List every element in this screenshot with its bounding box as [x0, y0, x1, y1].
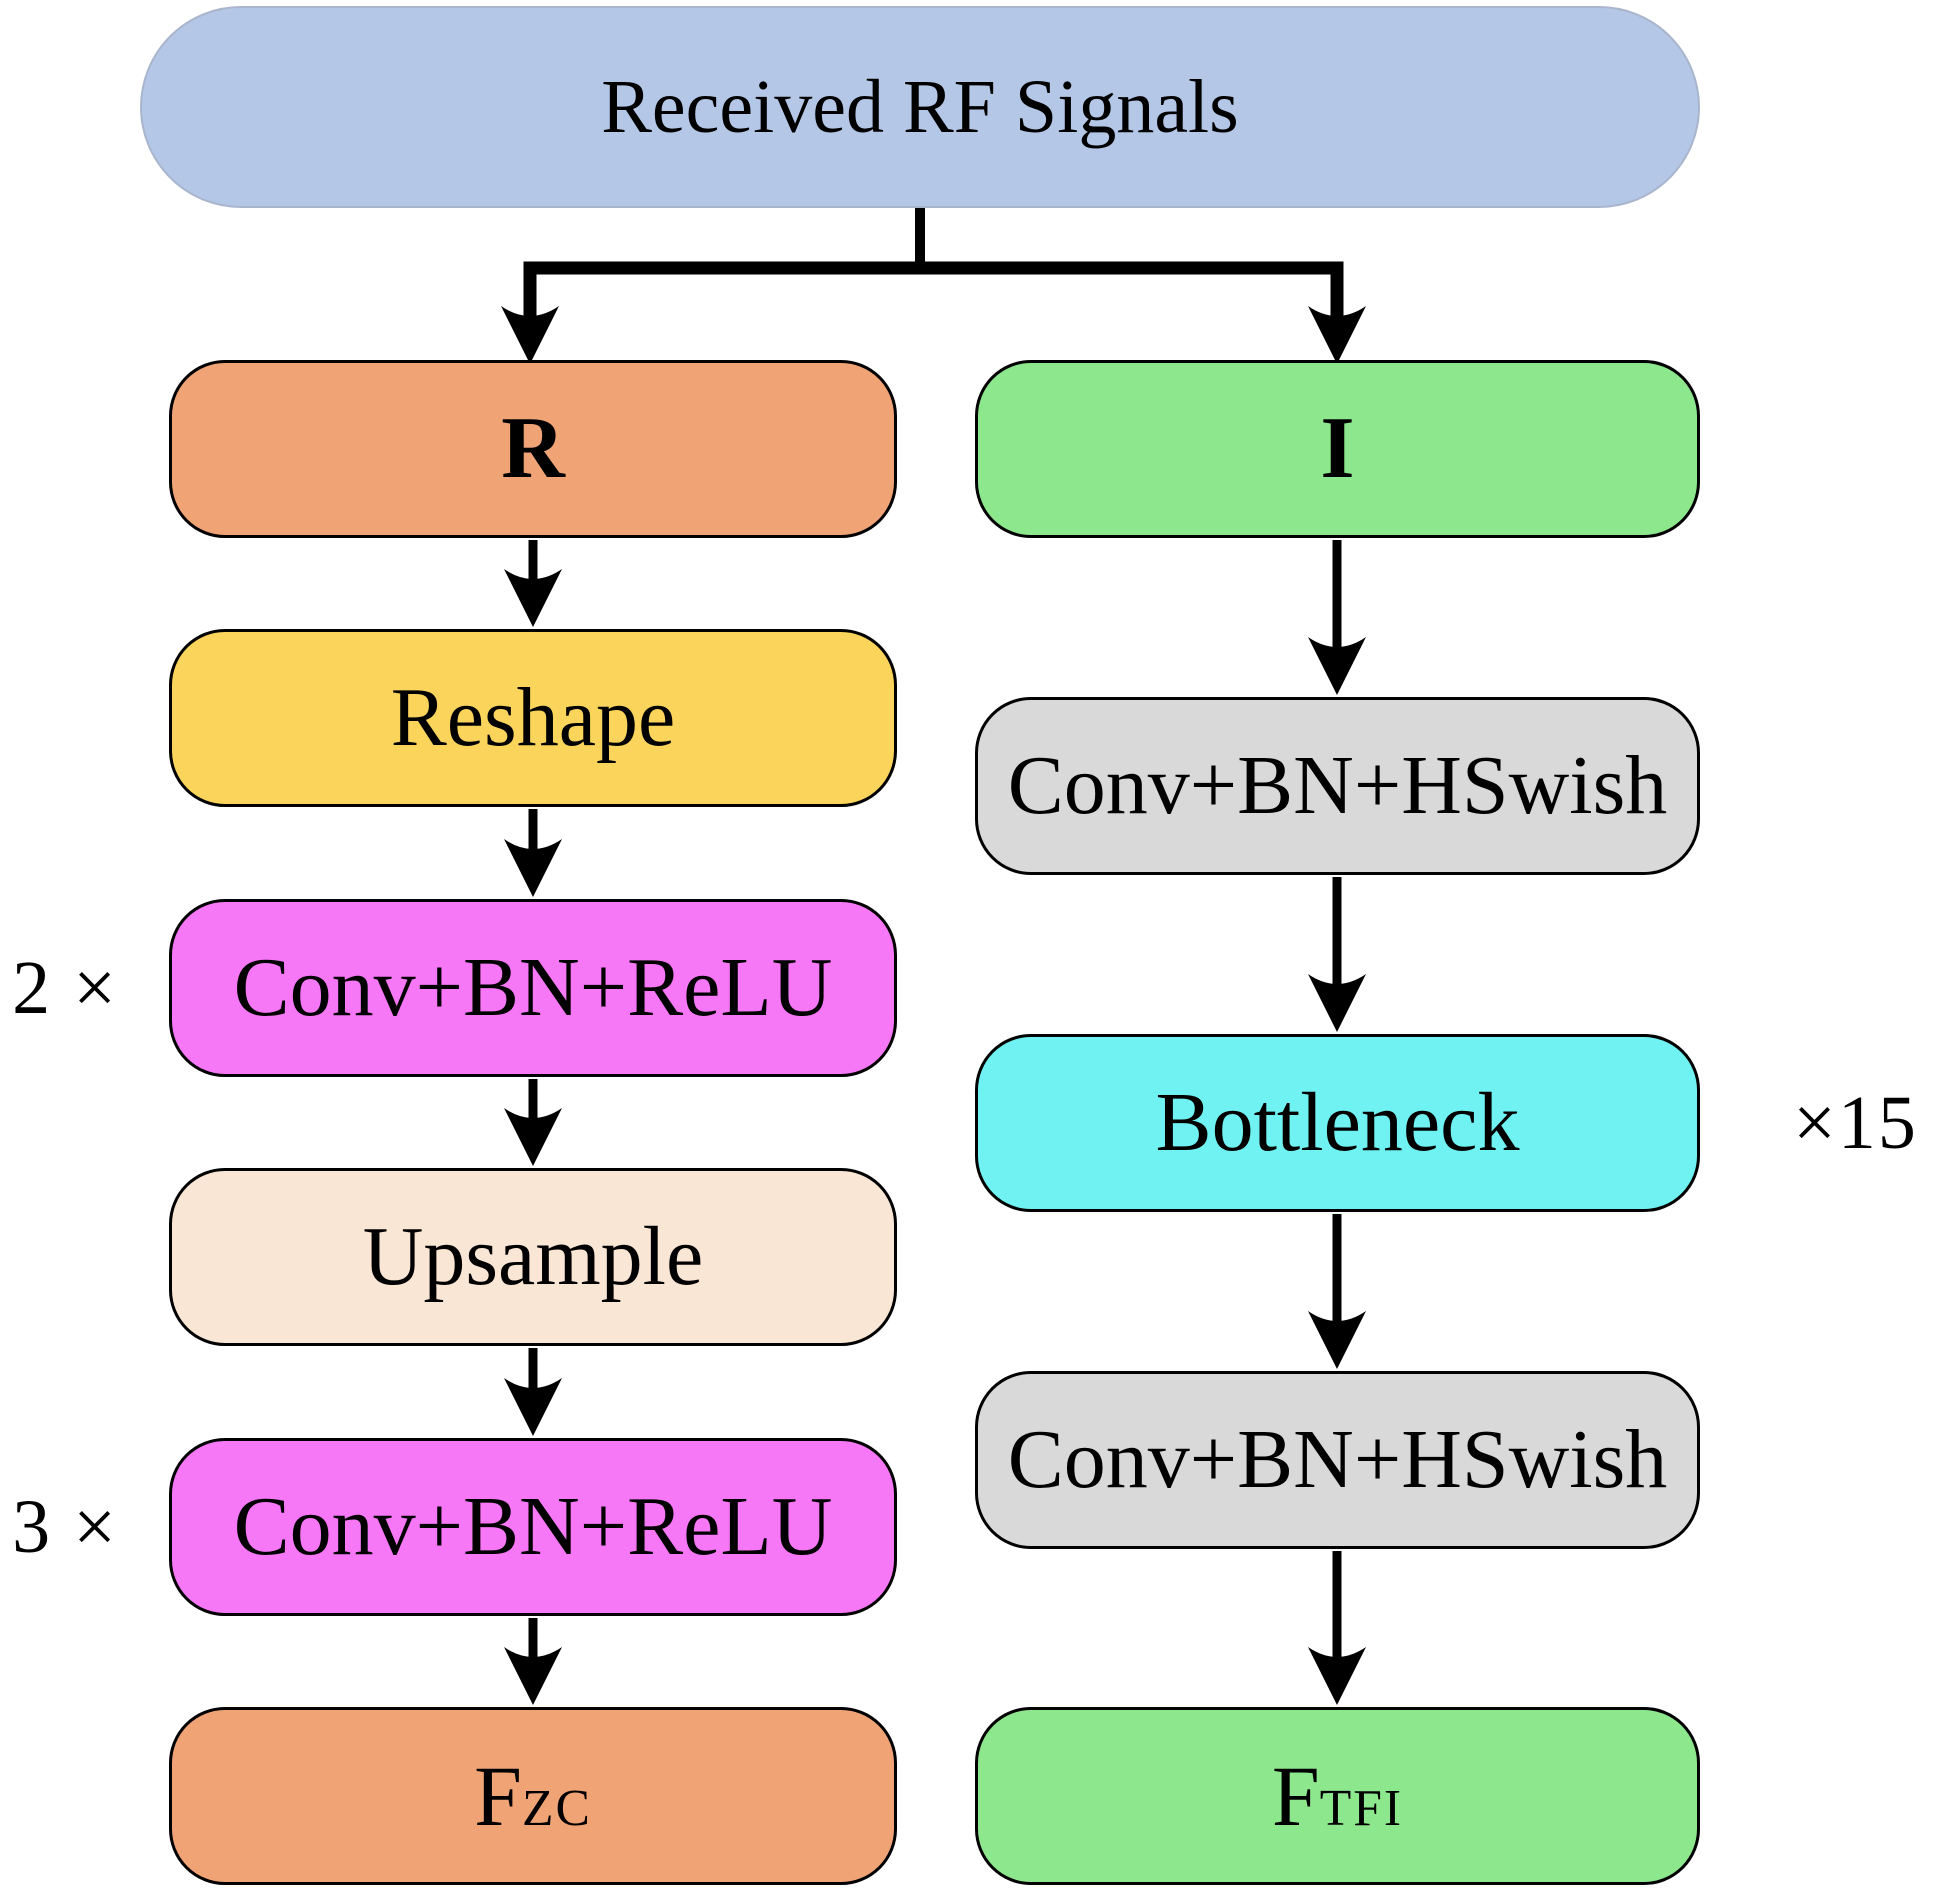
arrowhead-right-drop [1308, 306, 1366, 364]
node-received-rf-signals-label: Received RF Signals [601, 65, 1239, 149]
multiplier-3x: 3 × [12, 1477, 118, 1577]
multiplier-x15: ×15 [1793, 1073, 1943, 1173]
node-r-label: R [501, 400, 565, 497]
node-upsample: Upsample [169, 1168, 897, 1346]
arrowhead-conv2-fzc [504, 1647, 562, 1705]
node-conv-bn-hswish-2: Conv+BN+HSwish [975, 1371, 1700, 1549]
multiplier-2x-label: 2 × [12, 946, 118, 1030]
arrowhead-bottleneck-conv2 [1308, 1311, 1366, 1369]
arrowhead-i-conv1 [1308, 637, 1366, 695]
node-conv-bn-relu-1: Conv+BN+ReLU [169, 899, 897, 1077]
node-ftfi-label: FTFI [1272, 1753, 1403, 1839]
node-fzc-label: FZC [474, 1753, 592, 1839]
node-received-rf-signals: Received RF Signals [140, 6, 1700, 208]
node-i-label: I [1320, 400, 1355, 497]
node-r: R [169, 360, 897, 538]
node-conv-bn-relu-1-label: Conv+BN+ReLU [233, 941, 833, 1034]
node-ftfi-label-main: F [1271, 1748, 1320, 1844]
node-conv-bn-hswish-1-label: Conv+BN+HSwish [1007, 739, 1668, 832]
arrowhead-reshape-conv1 [504, 839, 562, 897]
node-fzc-label-sub: ZC [521, 1780, 592, 1837]
node-fzc-label-main: F [474, 1748, 522, 1844]
arrowhead-upsample-conv2 [504, 1378, 562, 1436]
arrowhead-r-reshape [504, 569, 562, 627]
node-ftfi-label-sub: TFI [1319, 1780, 1404, 1837]
node-upsample-label: Upsample [362, 1210, 704, 1303]
multiplier-2x: 2 × [12, 938, 118, 1038]
node-bottleneck: Bottleneck [975, 1034, 1700, 1212]
node-i: I [975, 360, 1700, 538]
node-reshape-label: Reshape [390, 671, 676, 764]
node-conv-bn-hswish-1: Conv+BN+HSwish [975, 697, 1700, 875]
arrowhead-conv2-ftfi [1308, 1647, 1366, 1705]
node-reshape: Reshape [169, 629, 897, 807]
node-conv-bn-hswish-2-label: Conv+BN+HSwish [1007, 1413, 1668, 1506]
node-conv-bn-relu-2-label: Conv+BN+ReLU [233, 1480, 833, 1573]
node-ftfi: FTFI [975, 1707, 1700, 1885]
multiplier-x15-label: ×15 [1793, 1081, 1918, 1165]
arrowhead-conv1-upsample [504, 1108, 562, 1166]
node-conv-bn-relu-2: Conv+BN+ReLU [169, 1438, 897, 1616]
node-fzc: FZC [169, 1707, 897, 1885]
node-bottleneck-label: Bottleneck [1155, 1076, 1520, 1169]
arrowhead-conv1-bottleneck [1308, 974, 1366, 1032]
multiplier-3x-label: 3 × [12, 1485, 118, 1569]
arrowhead-left-drop [501, 306, 559, 364]
